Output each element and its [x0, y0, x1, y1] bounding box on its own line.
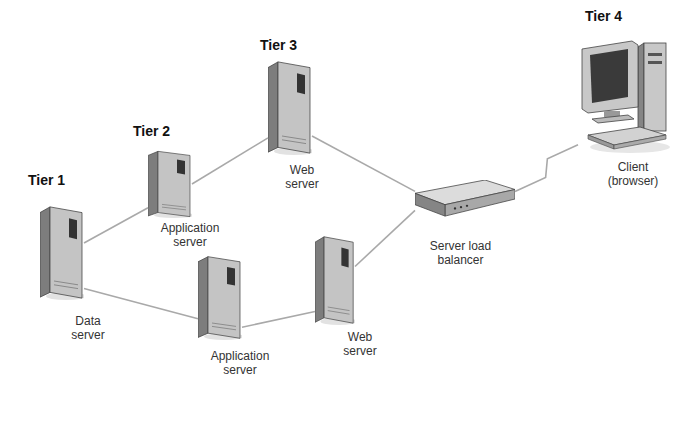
connector-line [355, 210, 415, 266]
server-node: Tier 2Application server [148, 150, 192, 218]
connector-line [84, 289, 198, 319]
server-node: Tier 3Web server [268, 60, 312, 155]
component-label: Application server [150, 222, 230, 250]
server-tower [148, 151, 194, 218]
connector-line [515, 145, 578, 192]
load-balancer-node: Server load balancer [415, 180, 515, 218]
component-label: Web server [272, 164, 332, 192]
server-tower [268, 62, 314, 155]
connector-line [242, 312, 315, 328]
component-label: Client (browser) [598, 161, 668, 189]
tier-heading: Tier 2 [133, 123, 170, 139]
connector-line [312, 136, 415, 191]
server-node: Web server [315, 235, 355, 325]
load-balancer-box [415, 180, 515, 216]
connector-line [84, 208, 148, 243]
tier-heading: Tier 3 [260, 37, 297, 53]
component-label: Web server [330, 331, 390, 359]
tier-heading: Tier 1 [28, 172, 65, 188]
server-tower [315, 237, 357, 325]
server-node: Application server [198, 255, 242, 340]
component-label: Data server [58, 315, 118, 343]
server-tower [198, 257, 244, 340]
component-label: Application server [200, 350, 280, 378]
connector-line [192, 138, 268, 184]
server-node: Tier 1Data server [40, 205, 84, 300]
tier-heading: Tier 4 [585, 8, 622, 24]
client-computer [582, 41, 670, 153]
client-node: Tier 4Client (browser) [578, 35, 670, 157]
component-label: Server load balancer [423, 240, 498, 268]
server-tower [40, 207, 86, 300]
